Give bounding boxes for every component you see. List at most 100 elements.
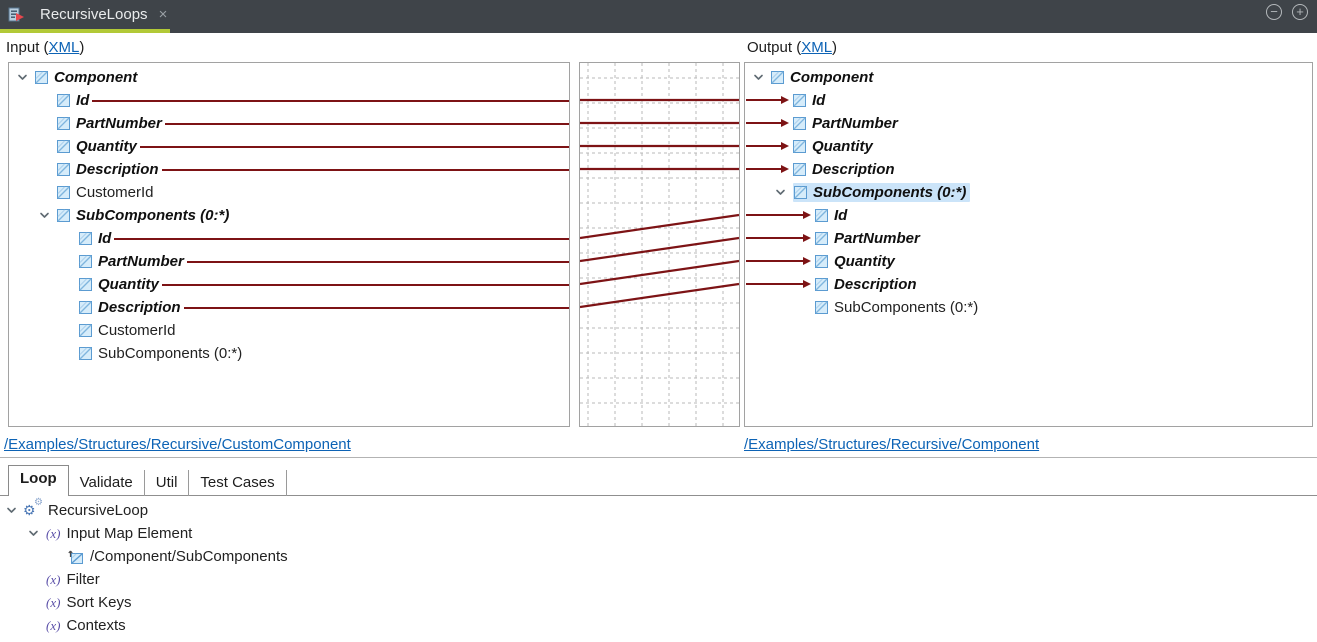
element-icon (793, 94, 806, 107)
element-icon (815, 278, 828, 291)
tab-util[interactable]: Util (145, 470, 190, 496)
chevron-down-icon[interactable] (39, 204, 57, 227)
expand-button[interactable]: + (1292, 4, 1308, 20)
tree-item[interactable]: SubComponents (0:*) (745, 296, 1312, 319)
chevron-spacer (39, 112, 57, 135)
chevron-down-icon[interactable] (6, 499, 24, 522)
item-label: PartNumber (812, 115, 898, 132)
mapping-arrow (746, 118, 789, 127)
mapped-element-icon (68, 549, 84, 565)
chevron-spacer (50, 545, 68, 568)
selected-item-highlight: SubComponents (0:*) (793, 183, 971, 202)
tree-item[interactable]: Component (9, 66, 569, 89)
tree-item[interactable]: Id (745, 89, 1312, 112)
tree-item[interactable]: Id (745, 204, 1312, 227)
item-label: SubComponents (0:*) (834, 299, 979, 316)
tree-item[interactable]: Description (745, 158, 1312, 181)
tree-item[interactable]: SubComponents (0:*) (9, 204, 569, 227)
element-icon (793, 163, 806, 176)
element-icon (793, 117, 806, 130)
output-xml-link[interactable]: XML (801, 39, 833, 56)
mapping-line (183, 306, 569, 309)
chevron-down-icon[interactable] (17, 66, 35, 89)
item-label: CustomerId (98, 322, 176, 339)
mapping-line (139, 145, 569, 148)
element-icon (57, 117, 70, 130)
mapping-line (186, 260, 569, 263)
tab-test-cases[interactable]: Test Cases (189, 470, 287, 496)
loop-tree-item[interactable]: (x) Filter (0, 568, 1317, 591)
tree-item[interactable]: CustomerId (9, 181, 569, 204)
tree-item[interactable]: Quantity (9, 273, 569, 296)
tree-item[interactable]: Quantity (745, 250, 1312, 273)
tree-item[interactable]: PartNumber (9, 112, 569, 135)
tab-validate[interactable]: Validate (69, 470, 145, 496)
item-label: Filter (66, 571, 100, 588)
element-icon (793, 140, 806, 153)
chevron-spacer (28, 614, 46, 637)
map-document-icon (8, 6, 25, 23)
collapse-button[interactable]: − (1266, 4, 1282, 20)
function-icon: (x) (46, 594, 61, 610)
tree-item[interactable]: PartNumber (9, 250, 569, 273)
chevron-down-icon[interactable] (775, 181, 793, 204)
element-icon (79, 347, 92, 360)
loop-detail-tree: ⚙⚙RecursiveLoop(x)Input Map Element/Comp… (0, 497, 1317, 637)
item-label: Quantity (76, 138, 137, 155)
item-label: Description (98, 299, 181, 316)
document-tab[interactable]: RecursiveLoops × (0, 0, 181, 29)
mapping-arrow (746, 210, 811, 219)
function-icon: (x) (46, 571, 61, 587)
element-icon (79, 255, 92, 268)
element-icon (815, 255, 828, 268)
mapping-lines-canvas (580, 63, 739, 426)
element-icon (57, 140, 70, 153)
chevron-spacer (61, 319, 79, 342)
close-icon[interactable]: × (158, 6, 168, 23)
input-path-link[interactable]: /Examples/Structures/Recursive/CustomCom… (4, 436, 351, 453)
chevron-spacer (39, 158, 57, 181)
output-path-link[interactable]: /Examples/Structures/Recursive/Component (744, 436, 1040, 453)
chevron-spacer (28, 568, 46, 591)
tree-item[interactable]: Component (745, 66, 1312, 89)
chevron-down-icon[interactable] (28, 522, 46, 545)
tree-item[interactable]: CustomerId (9, 319, 569, 342)
item-label: Quantity (98, 276, 159, 293)
tree-item[interactable]: SubComponents (0:*) (9, 342, 569, 365)
loop-tree-item[interactable]: (x)Input Map Element (0, 522, 1317, 545)
tree-item[interactable]: Description (9, 296, 569, 319)
element-icon (79, 324, 92, 337)
loop-tree-item[interactable]: /Component/SubComponents (0, 545, 1317, 568)
item-label: PartNumber (834, 230, 920, 247)
loop-tree-item[interactable]: (x)Sort Keys (0, 591, 1317, 614)
tree-item[interactable]: Id (9, 227, 569, 250)
chevron-spacer (61, 296, 79, 319)
tree-item[interactable]: Description (745, 273, 1312, 296)
function-icon: (x) (46, 617, 61, 633)
tree-item[interactable]: Quantity (745, 135, 1312, 158)
tree-item[interactable]: PartNumber (745, 227, 1312, 250)
item-label: Id (98, 230, 112, 247)
mapping-arrow (746, 279, 811, 288)
loop-tree-item[interactable]: ⚙⚙RecursiveLoop (0, 497, 1317, 522)
item-label: SubComponents (0:*) (76, 207, 230, 224)
chevron-spacer (39, 135, 57, 158)
input-xml-link[interactable]: XML (48, 39, 80, 56)
tree-item[interactable]: Quantity (9, 135, 569, 158)
tree-item[interactable]: PartNumber (745, 112, 1312, 135)
horizontal-splitter[interactable] (0, 457, 1317, 458)
item-label: Description (76, 161, 159, 178)
item-label: Component (790, 69, 874, 86)
tree-item[interactable]: SubComponents (0:*) (745, 181, 1312, 204)
mapping-line (161, 168, 569, 171)
mapping-grid-panel[interactable] (579, 62, 740, 427)
tab-title: RecursiveLoops (40, 6, 148, 23)
tree-item[interactable]: Description (9, 158, 569, 181)
item-label: Description (812, 161, 895, 178)
tab-loop[interactable]: Loop (8, 465, 69, 496)
chevron-down-icon[interactable] (753, 66, 771, 89)
loop-tree-item[interactable]: (x)Contexts (0, 614, 1317, 637)
tree-item[interactable]: Id (9, 89, 569, 112)
mapping-line (164, 122, 569, 125)
